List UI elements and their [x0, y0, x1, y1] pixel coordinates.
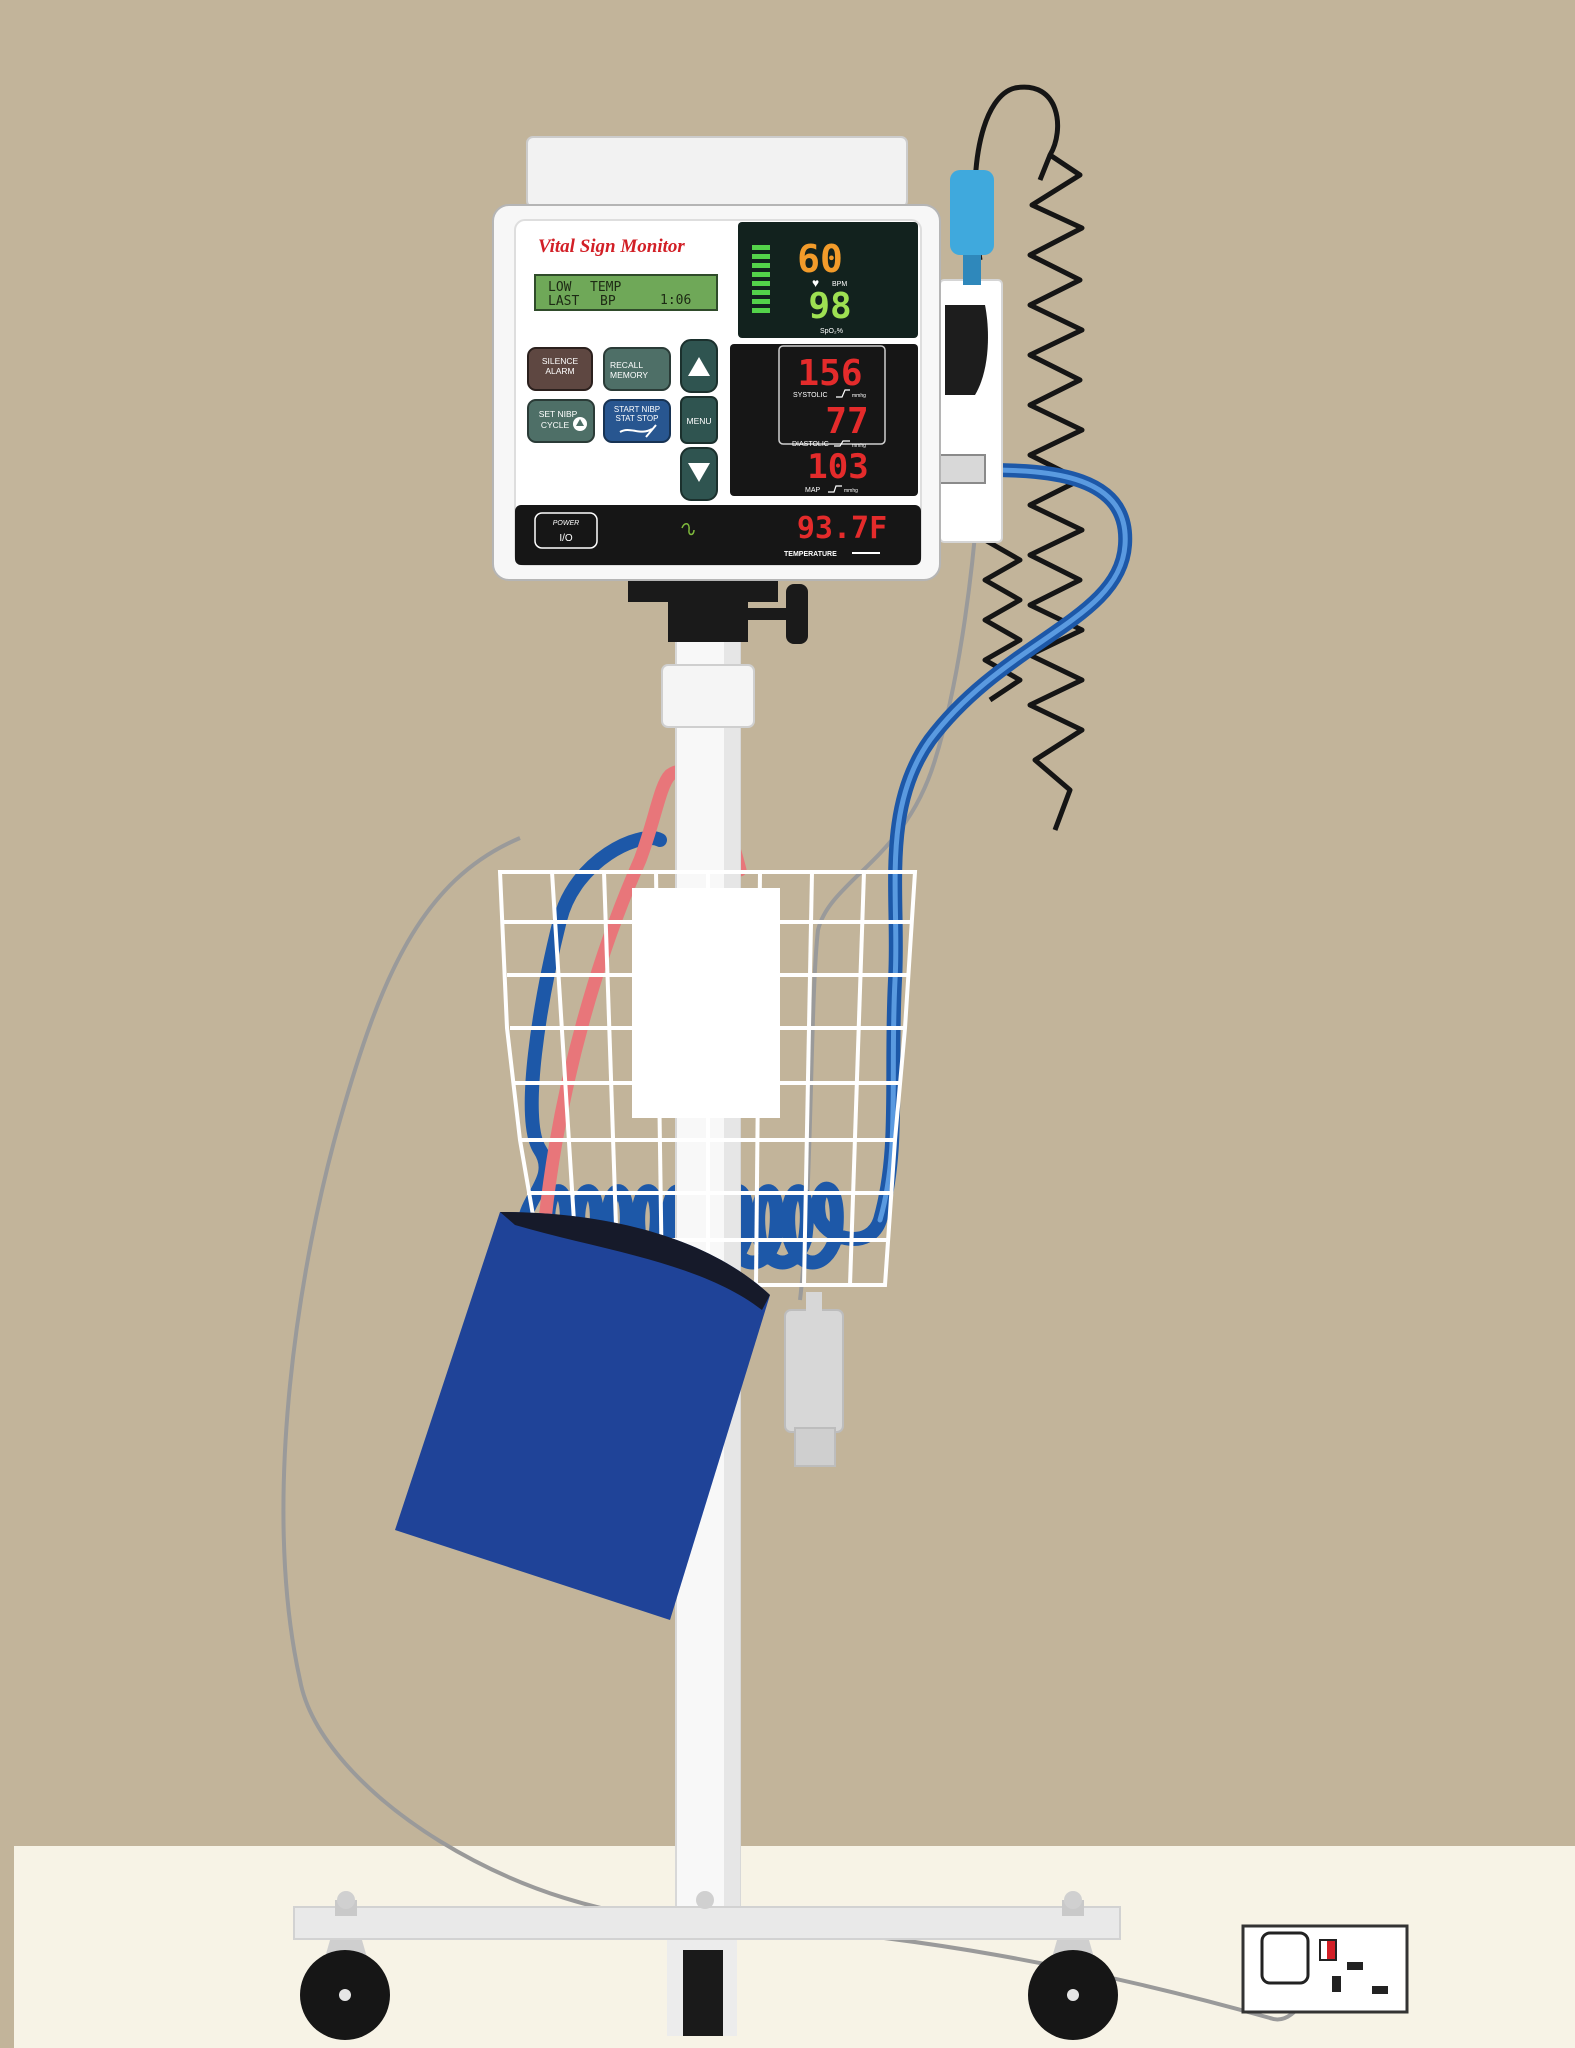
socket-hole-3: [1372, 1986, 1388, 1994]
clamp-knob[interactable]: [786, 584, 808, 644]
spo2-unit: SpO₂%: [820, 328, 843, 335]
start-nibp-label-2: STAT STOP: [616, 414, 659, 423]
start-nibp-label-1: START NIBP: [614, 405, 660, 414]
silence-alarm-label-2: ALARM: [545, 366, 574, 376]
temperature-label: TEMPERATURE: [784, 551, 837, 558]
pulse-unit: BPM: [832, 281, 847, 288]
menu-button[interactable]: MENU: [680, 396, 718, 444]
menu-label: MENU: [686, 416, 711, 426]
mount-clamp-stem: [668, 600, 748, 642]
cuff-start-stop-icon: [619, 424, 657, 438]
diastolic-icon: [834, 440, 850, 447]
caster-right: [1028, 1900, 1118, 2040]
start-nibp-button[interactable]: START NIBP STAT STOP: [603, 399, 671, 443]
pole-base: [293, 1906, 1121, 1940]
status-led-icon: [681, 523, 695, 536]
base-bolt-left: [337, 1891, 355, 1909]
connector-neck: [806, 1292, 822, 1314]
lcd-time: 1:06: [660, 293, 691, 308]
recall-memory-label-2: MEMORY: [610, 370, 648, 380]
lcd-line2-left: LAST: [548, 294, 579, 309]
set-nibp-label-1: SET NIBP: [539, 409, 578, 419]
bp-cuff[interactable]: [395, 1212, 770, 1620]
spo2-value: 98: [808, 286, 851, 327]
arrow-down-icon: [688, 463, 710, 482]
map-icon: [828, 485, 842, 493]
blood-pressure-panel: [730, 344, 918, 496]
recall-memory-button[interactable]: RECALL MEMORY: [603, 347, 671, 391]
lcd-line1-right: TEMP: [590, 280, 621, 295]
systolic-icon: [836, 389, 850, 398]
lcd-line2-right: BP: [600, 294, 616, 309]
pole-collar: [661, 664, 755, 728]
arrow-up-icon: [688, 357, 710, 376]
temperature-probe-grip: [963, 255, 981, 285]
systolic-value: 156: [797, 353, 862, 394]
monitor-handle: [526, 136, 908, 208]
recall-memory-label-1: RECALL: [610, 360, 643, 370]
bottom-strip: [515, 505, 921, 565]
base-foot: [683, 1950, 723, 2036]
probe-holder-cup: [945, 305, 988, 395]
socket-hole-2: [1347, 1962, 1363, 1970]
pulse-spo2-panel: [738, 222, 918, 338]
connector-plug: [784, 1309, 844, 1433]
basket-mount-plate: [632, 888, 780, 1118]
bp-cuff-opening: [500, 1212, 770, 1310]
base-bolt-right: [1064, 1891, 1082, 1909]
blue-nibp-hose-highlight: [877, 467, 1128, 1223]
bp-inner-frame: [778, 345, 886, 445]
socket-hole-1: [1332, 1976, 1341, 1992]
silence-alarm-button[interactable]: SILENCE ALARM: [527, 347, 593, 391]
diastolic-label: DIASTOLIC: [792, 441, 829, 448]
map-unit: mmhg: [844, 488, 858, 494]
pulse-strength-bars: [752, 245, 770, 313]
pulse-value: 60: [797, 237, 843, 281]
clamp-knob-rod: [748, 608, 790, 620]
set-nibp-cycle-button[interactable]: SET NIBP CYCLE: [527, 399, 595, 443]
lcd-screen: [534, 274, 718, 311]
wall-socket-plug: [1260, 1931, 1310, 1985]
connector-tip: [794, 1427, 836, 1467]
systolic-unit: mmhg: [852, 393, 866, 399]
map-value: 103: [807, 447, 868, 487]
diastolic-value: 77: [825, 401, 868, 442]
base-bolt-center: [696, 1891, 714, 1909]
systolic-label: SYSTOLIC: [793, 392, 828, 399]
caster-left: [300, 1900, 390, 2040]
temperature-probe[interactable]: [950, 170, 994, 255]
set-nibp-label-2: CYCLE: [541, 420, 570, 430]
power-icon: I/O: [559, 533, 573, 544]
nibp-port: [939, 454, 986, 484]
diastolic-unit: mmhg: [852, 443, 866, 449]
silence-alarm-label-1: SILENCE: [542, 356, 579, 366]
map-label: MAP: [805, 487, 821, 494]
temperature-value: 93.7F: [797, 511, 887, 546]
heart-icon: ♥: [812, 276, 819, 290]
arrow-down-button[interactable]: [680, 447, 718, 501]
power-button[interactable]: POWER I/O: [534, 512, 598, 549]
lcd-line1-left: LOW: [548, 280, 572, 295]
brand-label: Vital Sign Monitor: [538, 236, 685, 257]
arrow-up-button[interactable]: [680, 339, 718, 393]
wall-socket-switch-red: [1327, 1941, 1335, 1959]
power-label: POWER: [553, 520, 579, 527]
mount-clamp: [628, 580, 778, 602]
